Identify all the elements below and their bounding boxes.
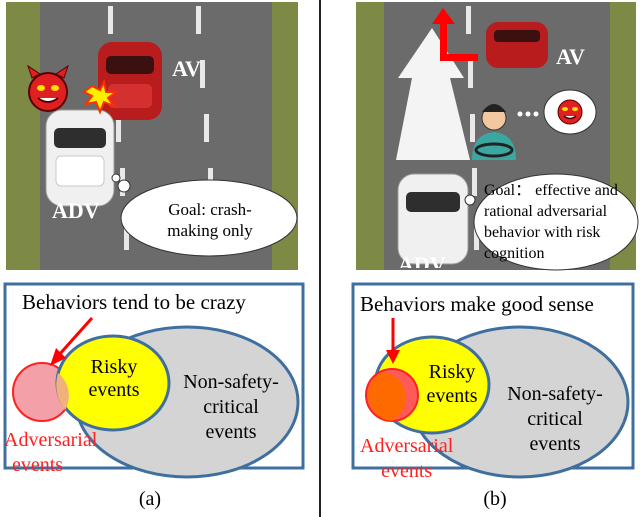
goal-text-b-line2: rational adversarial bbox=[484, 203, 608, 220]
risky-label-a-line2: events bbox=[88, 379, 140, 401]
risky-label-b: Risky events bbox=[414, 360, 490, 408]
scene-a bbox=[6, 2, 298, 270]
adv-car-b bbox=[397, 173, 469, 265]
goal-text-a: Goal: crash- making only bbox=[150, 199, 270, 241]
nonsafety-label-a-line2: critical bbox=[203, 396, 259, 418]
pointer-arrowhead-b bbox=[386, 350, 400, 364]
nonsafety-label-b: Non-safety- critical events bbox=[490, 382, 620, 457]
caption-b: (b) bbox=[483, 488, 507, 510]
nonsafety-label-a: Non-safety- critical events bbox=[166, 370, 296, 445]
nonsafety-label-b-line2: critical bbox=[527, 408, 583, 430]
thought-dots-icon bbox=[517, 111, 539, 117]
driver-icon bbox=[472, 104, 516, 160]
risky-label-b-line1: Risky bbox=[428, 361, 476, 383]
adversarial-label-b: Adversarial events bbox=[360, 434, 453, 484]
nonsafety-label-a-line1: Non-safety- bbox=[183, 371, 279, 393]
goal-text-b-line4: cognition bbox=[484, 245, 545, 262]
venn-title-b: Behaviors make good sense bbox=[360, 292, 594, 316]
venn-title-a: Behaviors tend to be crazy bbox=[22, 290, 246, 314]
nonsafety-label-b-line3: events bbox=[529, 433, 581, 455]
goal-bubble-b bbox=[464, 173, 639, 271]
goal-text-b-line1: Goal： effective and bbox=[484, 182, 618, 199]
av-label-b: AV bbox=[556, 44, 585, 69]
nonsafety-label-b-line1: Non-safety- bbox=[507, 383, 603, 405]
adversarial-label-a: Adversarial events bbox=[4, 428, 97, 478]
adv-car-a bbox=[45, 109, 115, 207]
goal-text-a-line2: making only bbox=[167, 221, 253, 240]
av-car-a bbox=[98, 42, 162, 120]
goal-text-b-line3: behavior with risk bbox=[484, 224, 601, 241]
overlap-a bbox=[56, 373, 69, 410]
risky-label-b-line2: events bbox=[426, 385, 478, 407]
risky-label-a: Risky events bbox=[76, 356, 152, 402]
nonsafety-label-a-line3: events bbox=[205, 421, 257, 443]
lane-change-arrow-icon bbox=[432, 8, 478, 61]
av-label-a: AV bbox=[172, 56, 201, 81]
caption-a: (a) bbox=[138, 488, 162, 510]
scene-b bbox=[356, 2, 639, 271]
overlap-b bbox=[367, 372, 407, 421]
pointer-arrow-a bbox=[56, 316, 94, 358]
goal-bubble-a bbox=[111, 173, 298, 257]
venn-b bbox=[351, 282, 635, 479]
goal-text-a-line1: Goal: crash- bbox=[168, 200, 252, 219]
risky-label-a-line1: Risky bbox=[90, 356, 138, 378]
adversarial-label-a-line1: Adversarial bbox=[4, 429, 98, 451]
adv-label-a: ADV bbox=[52, 198, 100, 223]
collision-burst-icon bbox=[82, 78, 119, 115]
devil-icon-a bbox=[27, 64, 69, 112]
venn-a bbox=[3, 282, 305, 479]
goal-text-b: Goal： effective and rational adversarial… bbox=[484, 180, 636, 264]
devil-bubble bbox=[543, 89, 597, 135]
av-car-b bbox=[486, 22, 548, 68]
adversarial-label-a-line2: events bbox=[12, 454, 64, 476]
adversarial-label-b-line2: events bbox=[381, 460, 433, 482]
pointer-arrowhead-a bbox=[50, 348, 66, 366]
adv-label-b: ADV bbox=[398, 254, 446, 268]
adversarial-label-b-line1: Adversarial bbox=[360, 435, 454, 457]
